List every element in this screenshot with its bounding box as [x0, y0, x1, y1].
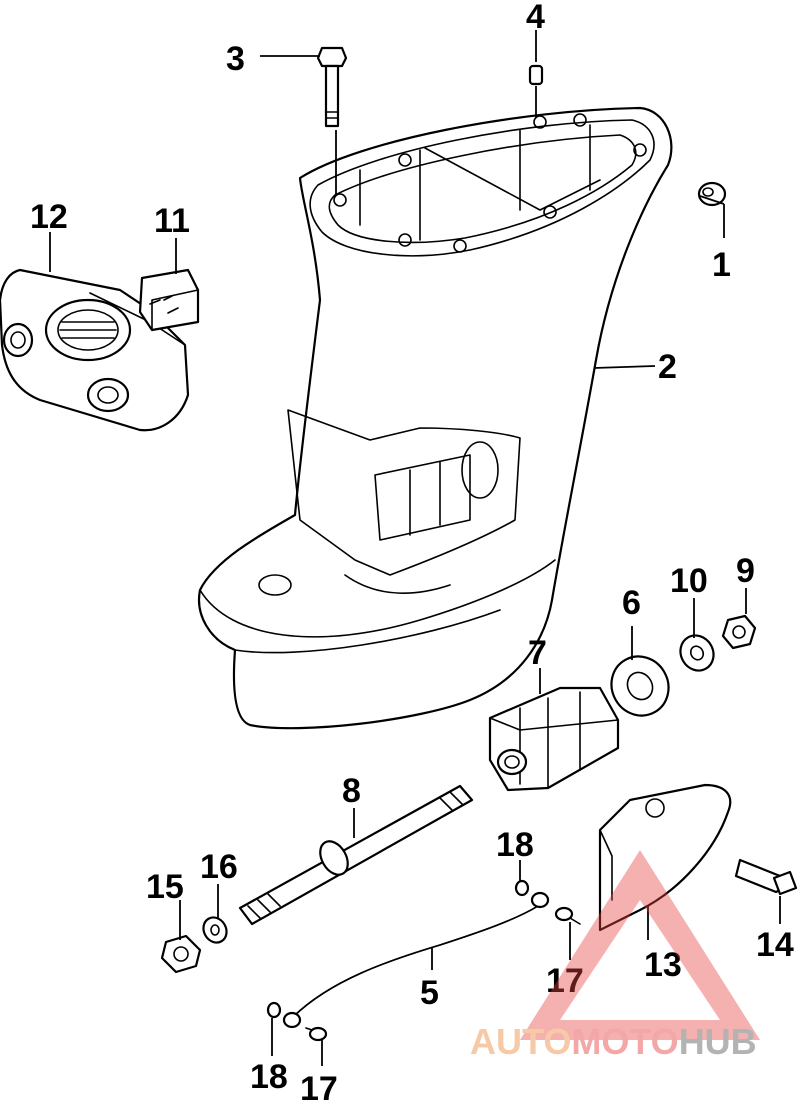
callout-3: 3: [226, 40, 245, 78]
watermark-triangle-icon: [520, 850, 760, 1040]
callout-17-lower: 17: [300, 1070, 338, 1104]
svg-text:AUTOMOTOHUB: AUTOMOTOHUB: [470, 1021, 757, 1062]
leader-lines: [49, 30, 781, 1066]
screw-part-17-lower: [305, 1026, 328, 1042]
watermark-hub: HUB: [679, 1021, 757, 1062]
callout-8: 8: [342, 772, 361, 810]
dowel-pin-part-4: [528, 64, 544, 86]
callout-11: 11: [154, 202, 190, 240]
callout-6: 6: [622, 584, 641, 622]
callout-17-upper: 17: [546, 962, 584, 1000]
callout-13: 13: [644, 946, 682, 984]
callout-7: 7: [528, 634, 547, 672]
watermark-logo: AUTOMOTOHUB: [470, 850, 760, 1062]
cover-part-13: [598, 783, 732, 932]
stud-part-8: [238, 784, 474, 926]
washer-part-6: [610, 655, 670, 717]
callout-2: 2: [658, 348, 677, 386]
callout-18-lower: 18: [250, 1058, 288, 1096]
callout-12: 12: [30, 198, 68, 236]
washer-part-18-upper: [514, 879, 530, 897]
drive-shaft-housing: [197, 106, 673, 730]
washer-part-18-lower: [266, 1001, 282, 1019]
pad-part-11: [138, 268, 200, 332]
clamp-bracket-part-12: [0, 268, 190, 432]
bolt-part-3: [316, 46, 348, 128]
callout-14: 14: [756, 926, 794, 964]
ground-strap-part-5: [282, 891, 550, 1029]
callout-9: 9: [736, 552, 755, 590]
callout-10: 10: [670, 562, 708, 600]
bolt-part-14: [734, 858, 798, 896]
callout-5: 5: [420, 974, 439, 1012]
washer-part-16: [202, 916, 228, 944]
callout-15: 15: [146, 868, 184, 906]
nut-part-9: [721, 614, 757, 650]
callout-18-upper: 18: [496, 826, 534, 864]
watermark-moto: MOTO: [571, 1021, 678, 1062]
washer-part-10: [679, 634, 715, 672]
block-part-7: [488, 686, 620, 792]
callout-4: 4: [526, 0, 545, 36]
callout-1: 1: [712, 246, 731, 284]
callout-16: 16: [200, 848, 238, 886]
screw-part-17-upper: [554, 906, 581, 925]
nut-part-15: [160, 934, 202, 974]
fitting-part-1: [697, 181, 727, 207]
watermark-auto: AUTO: [470, 1021, 571, 1062]
callout-labels: 1 2 3 4 5 6 7 8 9 10 11 12 13 14 15 16 1…: [30, 0, 794, 1104]
